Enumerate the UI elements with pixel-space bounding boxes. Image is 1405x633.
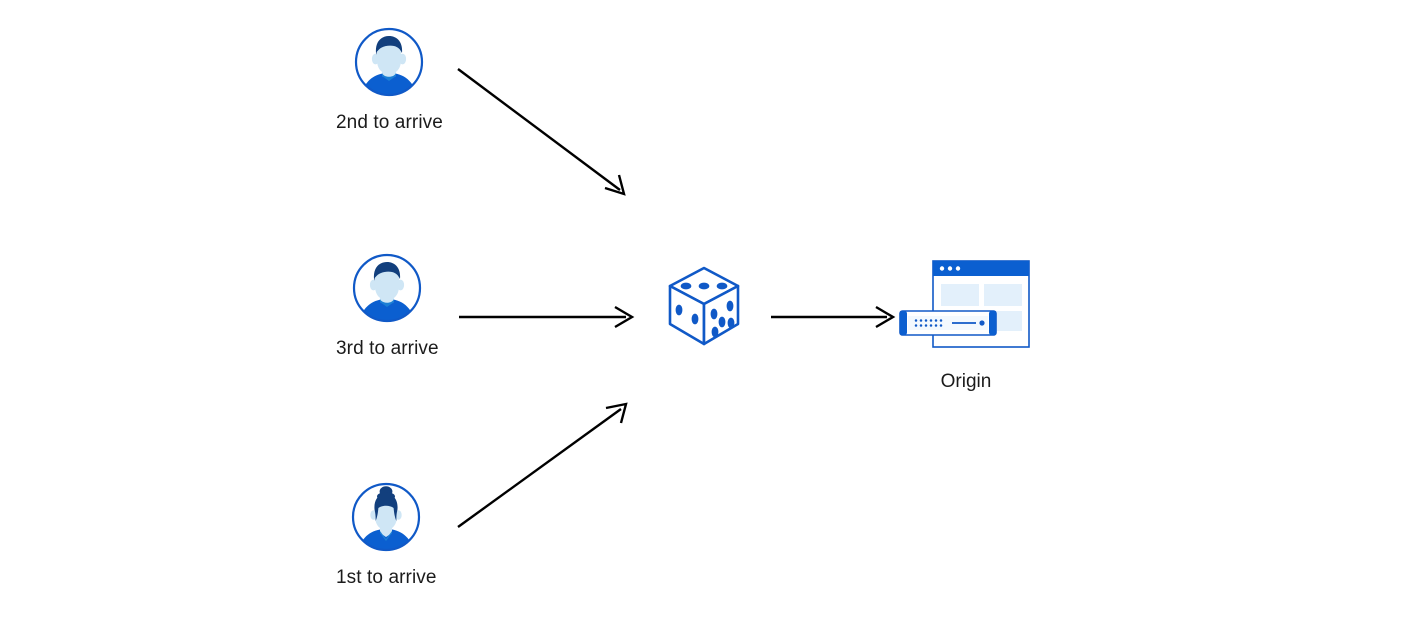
dice-icon [662,262,746,350]
node-user-first[interactable]: 1st to arrive [336,481,437,589]
node-user-second[interactable]: 2nd to arrive [336,26,443,134]
node-origin[interactable]: Origin [896,255,1036,393]
user-avatar-male-icon [351,252,423,324]
arrow-second-to-dice [457,68,626,196]
arrow-dice-to-origin [771,305,896,329]
origin-server-icon [896,255,1036,355]
node-label: 2nd to arrive [336,112,443,133]
dice-left-pips [675,304,699,325]
node-label: 1st to arrive [336,567,437,588]
node-label: Origin [940,371,992,392]
server-led-grid [914,319,943,327]
node-label: 3rd to arrive [336,338,439,359]
node-user-third[interactable]: 3rd to arrive [336,252,439,360]
server-device [899,310,997,336]
dice-top-pips [680,282,728,290]
user-avatar-female-icon [350,481,422,553]
user-avatar-male-icon [353,26,425,98]
dice-right-pips [710,300,735,338]
arrow-third-to-dice [459,305,635,329]
arrow-first-to-dice [457,402,628,528]
node-randomizer[interactable] [662,262,746,350]
